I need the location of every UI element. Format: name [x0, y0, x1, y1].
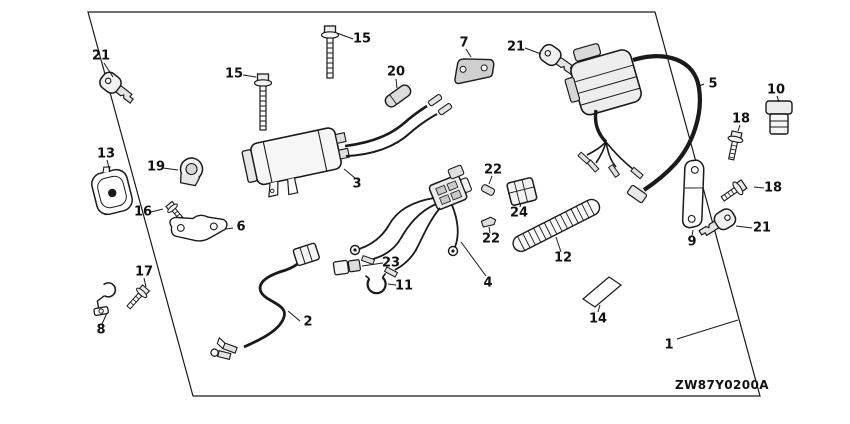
part-24-switch — [506, 177, 538, 206]
part-2-battery-cable — [210, 242, 320, 361]
part-9-bracket — [681, 159, 705, 229]
part-20-tube — [384, 84, 412, 108]
callout-21a: 21 — [92, 49, 110, 64]
part-22a-fitting — [480, 184, 496, 196]
part-19-cap — [179, 157, 204, 187]
callout-18a: 18 — [732, 112, 750, 127]
part-7-bracket — [454, 58, 495, 85]
part-15b-bolt — [320, 25, 340, 79]
callout-10: 10 — [767, 83, 785, 98]
callout-19: 19 — [147, 160, 165, 175]
part-5-switch-cable-assembly — [564, 43, 702, 204]
part-3-solenoid-assembly — [241, 94, 453, 198]
callout-21c: 21 — [753, 221, 771, 236]
part-18b-bolt — [720, 179, 748, 202]
callout-22a: 22 — [484, 163, 502, 178]
leader-lines — [101, 32, 780, 340]
part-12-corrugated-tube — [512, 198, 601, 253]
part-17-screw — [126, 284, 151, 310]
callout-9: 9 — [687, 235, 696, 250]
part-8-clamp — [93, 282, 117, 317]
part-22b-fitting — [480, 216, 497, 228]
callout-1: 1 — [664, 338, 673, 353]
part-13-grommet — [91, 166, 133, 216]
part-15a-bolt — [253, 73, 273, 131]
callout-8: 8 — [96, 323, 105, 338]
callout-13: 13 — [97, 147, 115, 162]
callout-3: 3 — [352, 177, 361, 192]
callout-6: 6 — [236, 220, 245, 235]
part-21a-key — [96, 68, 139, 108]
callout-4: 4 — [483, 276, 492, 291]
callout-21b: 21 — [507, 40, 525, 55]
callout-16: 16 — [134, 205, 152, 220]
callout-18b: 18 — [764, 181, 782, 196]
part-14-label-plate — [582, 276, 622, 308]
part-10-switch — [765, 100, 793, 135]
assembly-frame-outline — [87, 11, 761, 397]
part-23-connector — [332, 259, 361, 276]
callout-20: 20 — [387, 65, 405, 80]
callout-2: 2 — [303, 315, 312, 330]
callout-23: 23 — [382, 256, 400, 271]
callout-15a: 15 — [225, 67, 243, 82]
part-4-wire-harness — [349, 164, 472, 278]
part-6-bracket — [169, 214, 228, 242]
part-18a-bolt — [727, 130, 744, 161]
callout-7: 7 — [459, 36, 468, 51]
callout-24: 24 — [510, 206, 528, 221]
callout-11: 11 — [395, 279, 413, 294]
callout-15b: 15 — [353, 32, 371, 47]
callout-14: 14 — [589, 312, 607, 327]
callout-12: 12 — [554, 251, 572, 266]
part-11-clip — [364, 272, 387, 295]
diagram-code: ZW87Y0200A — [675, 378, 769, 392]
callout-5: 5 — [708, 77, 717, 92]
callout-17: 17 — [135, 265, 153, 280]
callout-22b: 22 — [482, 232, 500, 247]
